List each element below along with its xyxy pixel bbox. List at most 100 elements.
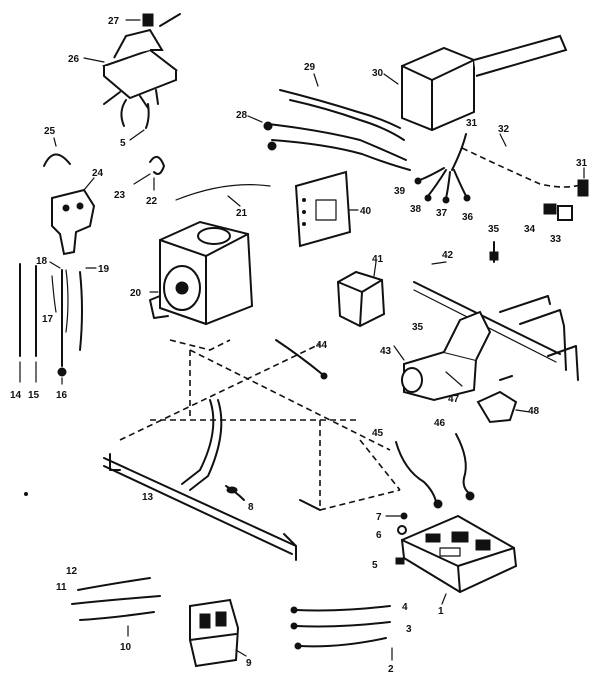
- callout-15: 15: [28, 390, 40, 401]
- part-22-clamp: [133, 155, 165, 191]
- callout-1: 1: [438, 606, 444, 617]
- callout-25: 25: [44, 126, 56, 137]
- callout-24: 24: [92, 168, 104, 179]
- callout-36: 36: [462, 212, 474, 223]
- part-36-lead: [453, 169, 471, 202]
- callout-17: 17: [42, 314, 54, 325]
- part-34-switch: [543, 203, 557, 215]
- callout-35-upper: 35: [488, 224, 500, 235]
- callout-28: 28: [236, 110, 248, 121]
- part-24-bracket: [51, 177, 96, 256]
- callout-26: 26: [68, 54, 80, 65]
- callout-11: 11: [56, 582, 67, 593]
- callout-27: 27: [108, 16, 120, 27]
- part-10-wire: [79, 611, 155, 637]
- part-26-control-housing: [83, 13, 181, 109]
- callout-32: 32: [498, 124, 510, 135]
- part-29-harness: [279, 73, 405, 141]
- part-46-cord: [455, 433, 475, 501]
- callout-21: 21: [236, 208, 248, 219]
- callout-41: 41: [372, 254, 384, 265]
- callout-18: 18: [36, 256, 48, 267]
- callout-30: 30: [372, 68, 384, 79]
- callout-7: 7: [376, 512, 382, 523]
- callout-46: 46: [434, 418, 446, 429]
- callout-22: 22: [146, 196, 158, 207]
- stray-dot: [24, 492, 28, 496]
- part-6-washer: [397, 525, 407, 535]
- part-35-screw: [489, 241, 499, 263]
- part-45-cord: [395, 441, 443, 509]
- part-20-motor: [149, 220, 254, 326]
- part-47-bracket: [445, 371, 463, 387]
- part-7-screw: [385, 512, 408, 520]
- part-4-cord: [290, 605, 391, 614]
- callout-14: 14: [10, 390, 22, 401]
- part-41-relay: [336, 261, 386, 328]
- part-5-leads: [120, 99, 150, 141]
- part-21-rod: [175, 184, 271, 207]
- callout-37: 37: [436, 208, 448, 219]
- part-38-lead: [424, 169, 447, 202]
- part-27-screw: [125, 13, 154, 27]
- callout-40: 40: [360, 206, 372, 217]
- part-16-rod: [57, 269, 67, 385]
- part-28-harness: [247, 115, 411, 171]
- callout-3: 3: [406, 624, 412, 635]
- part-40-plate: [294, 170, 359, 248]
- callout-labels: 27 26 5 25 24 23 22 21 20 18 19 17 14 15…: [10, 16, 588, 675]
- part-30-box: [383, 34, 568, 132]
- callout-35-lower: 35: [412, 322, 424, 333]
- part-44-rod: [275, 339, 328, 380]
- callout-13: 13: [142, 492, 154, 503]
- callout-20: 20: [130, 288, 142, 299]
- callout-5-lower: 5: [372, 560, 378, 571]
- part-9-timer: [189, 598, 247, 668]
- part-18-wire: [49, 261, 69, 333]
- part-3-cord: [290, 621, 391, 630]
- callout-43: 43: [380, 346, 392, 357]
- callout-10: 10: [120, 642, 132, 653]
- part-43-motor-assembly: [393, 310, 492, 402]
- part-39-lead: [414, 167, 445, 185]
- callout-8: 8: [248, 502, 254, 513]
- callout-33: 33: [550, 234, 562, 245]
- part-37-lead: [442, 171, 451, 204]
- callout-38: 38: [410, 204, 422, 215]
- callout-47: 47: [448, 394, 460, 405]
- callout-29: 29: [304, 62, 316, 73]
- part-1-circuit-board: [400, 514, 518, 605]
- part-31-connector-left: [451, 133, 467, 171]
- callout-6: 6: [376, 530, 382, 541]
- part-5-nut: [395, 557, 405, 565]
- part-31-connector-right: [577, 167, 589, 197]
- callout-39: 39: [394, 186, 406, 197]
- callout-23: 23: [114, 190, 126, 201]
- part-48-switch: [476, 375, 531, 424]
- callout-34: 34: [524, 224, 536, 235]
- part-33-switch: [557, 205, 573, 221]
- callout-4: 4: [402, 602, 408, 613]
- part-17-wire: [51, 275, 57, 313]
- callout-16: 16: [56, 390, 68, 401]
- callout-2: 2: [388, 664, 394, 675]
- part-19-wire: [79, 267, 97, 351]
- callout-45: 45: [372, 428, 384, 439]
- callout-12: 12: [66, 566, 78, 577]
- callout-31-left: 31: [466, 118, 478, 129]
- callout-42: 42: [442, 250, 454, 261]
- part-8-cable: [225, 485, 245, 501]
- part-11-wire: [71, 595, 161, 605]
- callout-44: 44: [316, 340, 328, 351]
- callout-31-right: 31: [576, 158, 588, 169]
- part-13-frame: [103, 339, 401, 561]
- part-2-cord: [294, 637, 393, 661]
- callout-9: 9: [246, 658, 252, 669]
- part-25-clip: [43, 137, 71, 167]
- part-32-cable: [461, 133, 585, 188]
- callout-48: 48: [528, 406, 540, 417]
- callout-19: 19: [98, 264, 110, 275]
- part-12-wire: [77, 577, 151, 591]
- callout-5-upper: 5: [120, 138, 126, 149]
